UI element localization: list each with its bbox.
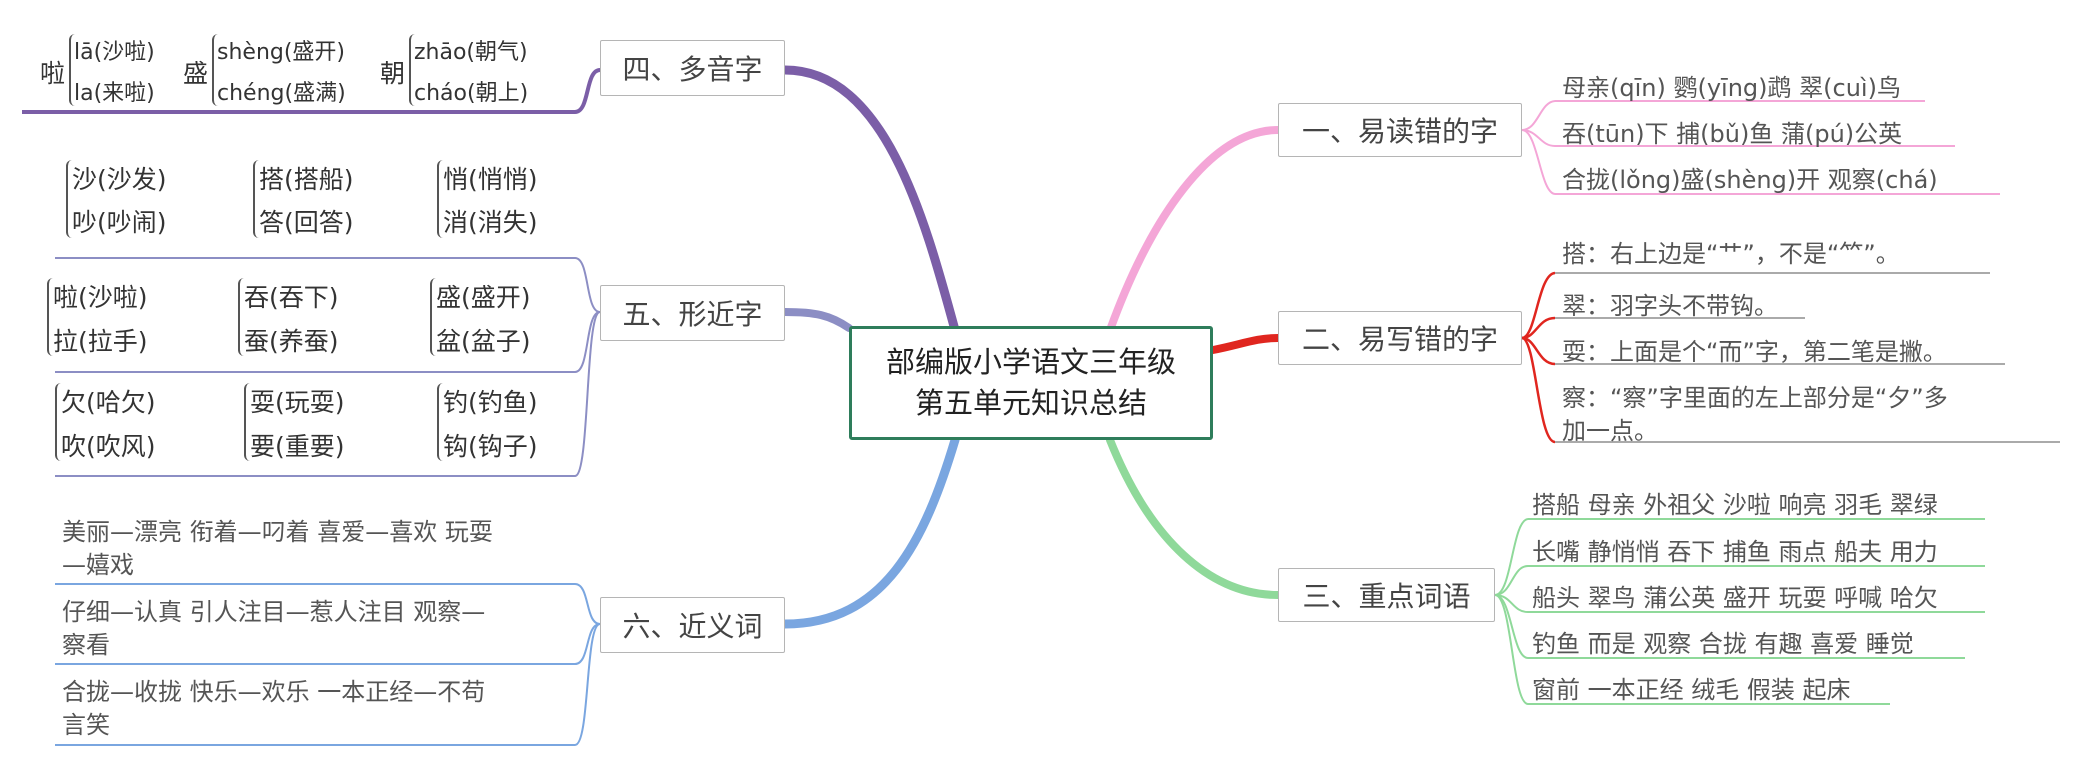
b2-item-2: 翠：羽字头不带钩。	[1562, 292, 1778, 320]
b5-r1-c2-b: 答(回答)	[259, 208, 354, 237]
topic-b5[interactable]: 五、形近字	[600, 285, 785, 341]
b5-r3-c2-a: 耍(玩耍)	[250, 388, 345, 417]
b4-reading-3a: zhāo(朝气)	[414, 40, 528, 65]
link-center-to-b3	[1106, 436, 1282, 599]
central-topic[interactable]: 部编版小学语文三年级 第五单元知识总结	[849, 326, 1213, 440]
link-center-to-b6	[780, 435, 960, 629]
topic-b2[interactable]: 二、易写错的字	[1278, 311, 1522, 365]
b2-item-1: 搭：右上边是“艹”，不是“⺮”。	[1562, 240, 1900, 268]
b5-r3-c3-a: 钓(钓鱼)	[443, 388, 538, 417]
b5-r3-c1-a: 欠(哈欠)	[61, 388, 156, 417]
b5-r3-c2-b: 要(重要)	[250, 432, 345, 461]
topic-b6[interactable]: 六、近义词	[600, 597, 785, 653]
b6-item-2: 仔细—认真 引人注目—惹人注目 观察— 察看	[62, 596, 485, 662]
link-center-to-b1	[1106, 126, 1282, 334]
b5-brace-3-2	[244, 383, 251, 461]
b4-reading-2b: chéng(盛满)	[217, 81, 346, 106]
b6-item-3: 合拢—收拢 快乐—欢乐 一本正经—不苟 言笑	[62, 676, 485, 742]
b2-item-4-line2: 加一点。	[1562, 417, 1658, 445]
b5-r2-c3-a: 盛(盛开)	[436, 283, 531, 312]
b5-brace-3-3	[437, 383, 444, 461]
b3-item-1: 搭船 母亲 外祖父 沙啦 响亮 羽毛 翠绿	[1532, 491, 1938, 519]
b3-item-5: 窗前 一本正经 绒毛 假装 起床	[1532, 676, 1851, 704]
b4-brace-3	[409, 34, 416, 106]
topic-b2-label: 二、易写错的字	[1301, 323, 1498, 356]
b3-item-4: 钓鱼 而是 观察 合拢 有趣 喜爱 睡觉	[1532, 630, 1914, 658]
b2-item-4-line1: 察：“察”字里面的左上部分是“夕”多	[1562, 384, 1948, 412]
topic-b5-label: 五、形近字	[622, 298, 763, 331]
b5-brace-1-1	[66, 160, 73, 238]
b5-r2-c1-b: 拉(拉手)	[53, 327, 148, 356]
b3-item-3: 船头 翠鸟 蒲公英 盛开 玩耍 呼喊 哈欠	[1532, 584, 1938, 612]
central-title-line2: 第五单元知识总结	[914, 386, 1147, 420]
link-center-to-b2	[1209, 334, 1282, 354]
b4-char-3: 朝	[380, 59, 406, 88]
b5-r1-c3-a: 悄(悄悄)	[443, 165, 538, 194]
b5-brace-1-3	[437, 160, 444, 238]
link-center-to-b5	[781, 308, 853, 332]
topic-b3-label: 三、重点词语	[1302, 580, 1471, 613]
central-title-line1: 部编版小学语文三年级	[885, 345, 1176, 379]
b5-r2-c2-a: 吞(吞下)	[244, 283, 339, 312]
b2-item-3: 耍：上面是个“而”字，第二笔是撇。	[1562, 338, 1947, 366]
b3-item-2: 长嘴 静悄悄 吞下 捕鱼 雨点 船夫 用力	[1532, 538, 1938, 566]
b4-reading-2a: shèng(盛开)	[217, 40, 346, 65]
b5-r1-c1-b: 吵(吵闹)	[72, 208, 167, 237]
b6-item-1: 美丽—漂亮 衔着—叼着 喜爱—喜欢 玩耍 —嬉戏	[62, 516, 493, 582]
b1-item-3: 合拢(lǒng)盛(shèng)开 观察(chá)	[1562, 166, 1938, 194]
b5-r1-c1-a: 沙(沙发)	[72, 165, 167, 194]
b5-r2-c1-a: 啦(沙啦)	[53, 283, 148, 312]
topic-b4-label: 四、多音字	[622, 53, 763, 86]
b5-brace-2-1	[47, 278, 54, 356]
topic-b1[interactable]: 一、易读错的字	[1278, 103, 1522, 157]
b5-brace-3-1	[55, 383, 62, 461]
b5-brace-2-2	[238, 278, 245, 356]
b4-reading-1b: la(来啦)	[74, 81, 155, 106]
b4-reading-1a: lā(沙啦)	[74, 40, 155, 65]
b1-item-1: 母亲(qīn) 鹦(yīng)鹉 翠(cuì)鸟	[1562, 74, 1901, 102]
b6-item-3-line1: 合拢—收拢 快乐—欢乐 一本正经—不苟	[62, 678, 486, 706]
b5-brace-2-3	[430, 278, 437, 356]
link-center-to-b4	[780, 65, 960, 335]
b5-brace-1-2	[253, 160, 260, 238]
b5-r1-c2-a: 搭(搭船)	[259, 165, 354, 194]
topic-b3[interactable]: 三、重点词语	[1278, 568, 1495, 622]
b6-item-3-line2: 言笑	[62, 711, 110, 739]
b4-reading-3b: cháo(朝上)	[414, 81, 529, 106]
b6-item-2-line2: 察看	[62, 631, 110, 659]
b4-brace-1	[69, 34, 76, 106]
topic-b1-label: 一、易读错的字	[1301, 115, 1498, 148]
topic-b4[interactable]: 四、多音字	[600, 40, 785, 96]
b1-item-2: 吞(tūn)下 捕(bǔ)鱼 蒲(pú)公英	[1562, 120, 1903, 148]
b5-r3-c3-b: 钩(钩子)	[443, 432, 538, 461]
b4-brace-2	[212, 34, 219, 106]
b6-item-2-line1: 仔细—认真 引人注目—惹人注目 观察—	[62, 598, 486, 626]
b6-item-1-line2: —嬉戏	[62, 551, 134, 579]
b5-r1-c3-b: 消(消失)	[443, 208, 538, 237]
b4-char-2: 盛	[183, 59, 209, 88]
b5-r2-c2-b: 蚕(养蚕)	[244, 327, 339, 356]
b6-item-1-line1: 美丽—漂亮 衔着—叼着 喜爱—喜欢 玩耍	[62, 518, 493, 546]
b5-r3-c1-b: 吹(吹风)	[61, 432, 156, 461]
b4-char-1: 啦	[40, 59, 66, 88]
b5-r2-c3-b: 盆(盆子)	[436, 327, 531, 356]
topic-b6-label: 六、近义词	[622, 610, 763, 643]
